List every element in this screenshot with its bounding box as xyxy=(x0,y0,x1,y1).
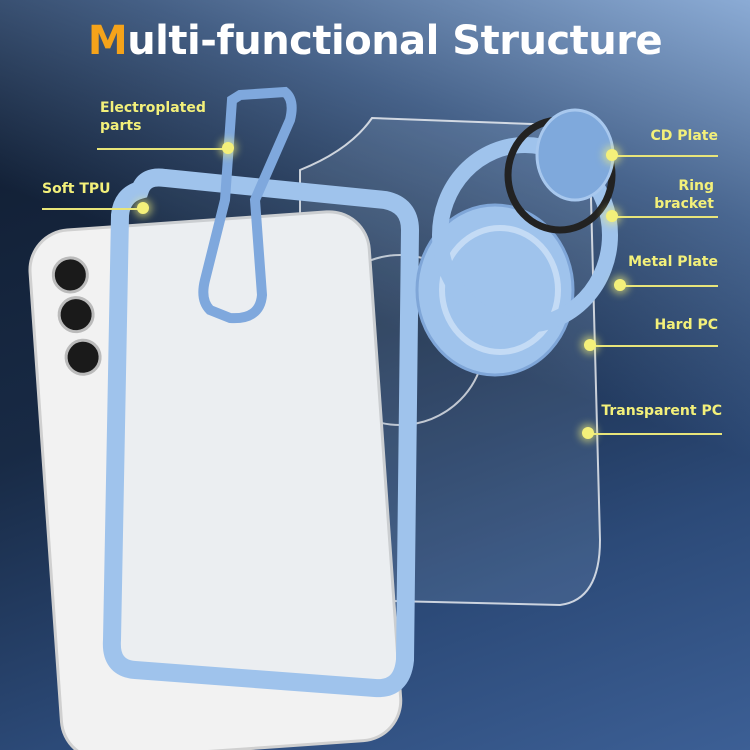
camera-lens-icon xyxy=(51,256,89,294)
camera-lens-icon xyxy=(64,338,102,376)
leader-line xyxy=(612,216,718,218)
label-transparent-pc: Transparent PC xyxy=(601,403,722,419)
label-metal-plate: Metal Plate xyxy=(628,254,718,270)
label-electroplated: Electroplated parts xyxy=(100,100,206,134)
metal-plate-ring xyxy=(432,137,618,333)
label-ring-bracket: Ring bracket xyxy=(654,178,714,212)
leader-line xyxy=(588,433,722,435)
leader-line xyxy=(42,208,142,210)
hotspot-dot xyxy=(614,279,626,291)
leader-line xyxy=(590,345,718,347)
label-cd-plate: CD Plate xyxy=(650,128,718,144)
hotspot-dot xyxy=(606,149,618,161)
leader-line xyxy=(612,155,718,157)
hotspot-dot xyxy=(584,339,596,351)
page-title: Multi-functional Structure xyxy=(0,18,750,64)
title-accent-letter: M xyxy=(87,18,128,64)
label-soft-tpu: Soft TPU xyxy=(42,181,111,197)
title-text: ulti-functional Structure xyxy=(127,18,663,64)
hotspot-dot xyxy=(582,427,594,439)
leader-line xyxy=(620,285,718,287)
label-hard-pc: Hard PC xyxy=(654,317,719,333)
cd-plate xyxy=(535,108,615,202)
hotspot-dot xyxy=(606,210,618,222)
hotspot-dot xyxy=(222,142,234,154)
hotspot-dot xyxy=(137,202,149,214)
electroplated-bracket xyxy=(198,86,297,324)
leader-line xyxy=(97,148,227,150)
camera-lens-icon xyxy=(57,296,95,334)
soft-tpu-frame xyxy=(102,168,420,698)
